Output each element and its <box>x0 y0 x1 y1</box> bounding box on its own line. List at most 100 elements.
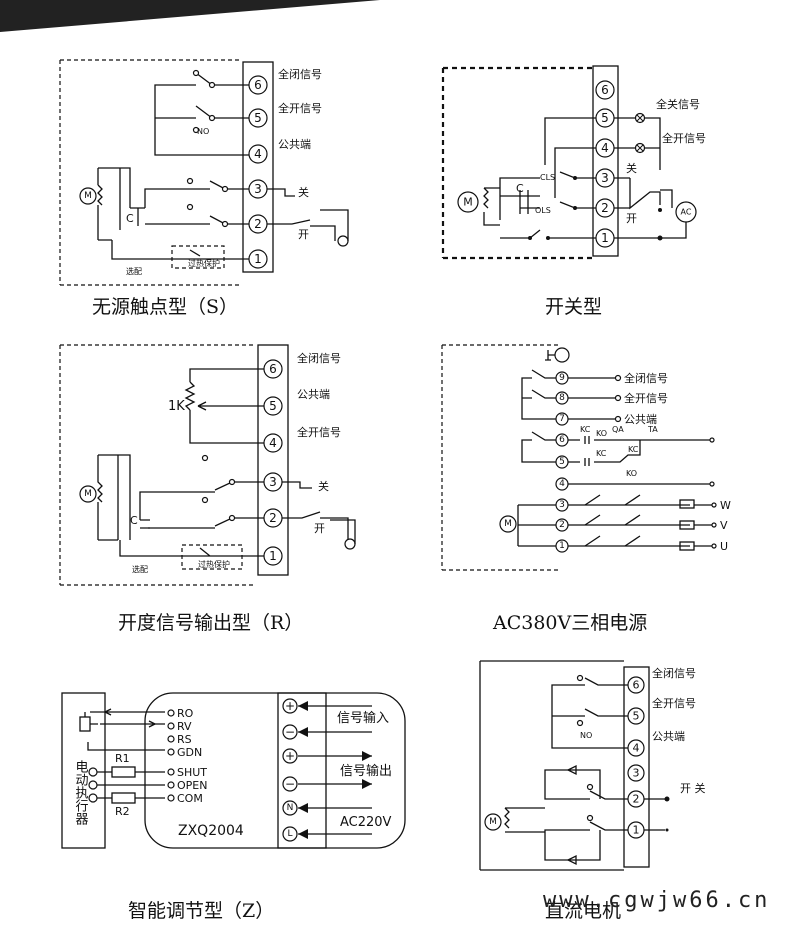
svg-text:开: 开 <box>298 228 309 241</box>
svg-text:KC: KC <box>628 445 639 454</box>
caption-r-type: 开度信号输出型（R） <box>118 612 304 634</box>
controller-box <box>144 692 406 849</box>
svg-text:关: 关 <box>318 479 329 493</box>
svg-text:过热保护: 过热保护 <box>198 559 230 569</box>
svg-text:M: M <box>504 519 512 529</box>
svg-text:9: 9 <box>559 373 565 383</box>
svg-text:KC: KC <box>580 425 591 434</box>
svg-text:NO: NO <box>580 731 592 740</box>
svg-text:R2: R2 <box>115 805 130 818</box>
svg-text:L: L <box>287 829 292 839</box>
svg-text:公共端: 公共端 <box>652 730 685 743</box>
svg-text:COM: COM <box>177 792 203 805</box>
svg-text:选配: 选配 <box>132 564 148 574</box>
svg-text:QA: QA <box>612 425 624 434</box>
svg-text:−: − <box>285 777 295 791</box>
terminal-strip <box>623 666 650 868</box>
svg-text:1: 1 <box>559 541 565 551</box>
svg-text:C: C <box>126 212 134 225</box>
svg-text:R1: R1 <box>115 752 130 765</box>
svg-text:U: U <box>720 540 728 553</box>
svg-text:KO: KO <box>626 469 637 478</box>
svg-text:5: 5 <box>269 399 277 413</box>
svg-text:N: N <box>287 803 294 813</box>
svg-text:V: V <box>720 519 728 532</box>
svg-text:C: C <box>130 514 138 527</box>
svg-text:信号输入: 信号输入 <box>337 710 389 726</box>
svg-text:开: 开 <box>314 522 325 535</box>
svg-text:5: 5 <box>559 457 565 467</box>
caption-switch-type: 开关型 <box>545 296 603 318</box>
svg-text:8: 8 <box>559 393 565 403</box>
svg-text:3: 3 <box>559 500 565 510</box>
svg-text:M: M <box>84 191 92 201</box>
svg-text:1: 1 <box>633 824 640 837</box>
svg-text:4: 4 <box>601 141 609 155</box>
caption-dc-motor: 直流电机 <box>545 900 622 922</box>
caption-s-type: 无源触点型（S） <box>92 296 239 318</box>
caption-ac380: AC380V三相电源 <box>493 612 648 634</box>
svg-text:6: 6 <box>269 362 277 376</box>
svg-text:KO: KO <box>596 429 607 438</box>
diagram-dc: 6 5 4 3 2 1 全闭信号 全开信号 公共端 开 关 NO M <box>479 660 706 871</box>
svg-text:1: 1 <box>269 549 277 563</box>
svg-text:5: 5 <box>633 710 640 723</box>
svg-text:2: 2 <box>254 217 262 231</box>
svg-text:RV: RV <box>177 720 192 733</box>
svg-text:1: 1 <box>254 252 262 266</box>
z-terminals: + − + − N L <box>282 698 298 842</box>
svg-text:CLS: CLS <box>540 173 555 182</box>
svg-text:4: 4 <box>559 479 565 489</box>
svg-text:1K: 1K <box>168 399 185 414</box>
terminal-strip <box>257 344 289 576</box>
svg-text:公共端: 公共端 <box>624 413 657 426</box>
svg-text:2: 2 <box>601 201 609 215</box>
caption-z-type: 智能调节型（Z） <box>128 900 275 922</box>
controller-pins: RO RV RS GDN SHUT OPEN COM <box>167 707 207 805</box>
svg-text:2: 2 <box>269 511 277 525</box>
terminal-strip <box>592 65 619 257</box>
svg-text:6: 6 <box>254 78 262 92</box>
svg-text:7: 7 <box>559 414 565 424</box>
svg-text:全闭信号: 全闭信号 <box>278 67 322 81</box>
svg-text:+: + <box>285 699 295 713</box>
svg-text:全关信号: 全关信号 <box>656 97 700 111</box>
terminals: 9 8 7 6 5 4 3 2 1 <box>555 371 569 553</box>
diagram-r: 6 5 4 3 2 1 全闭信号 公共端 全开信号 关 开 1K M C 过热保… <box>59 344 356 586</box>
svg-text:2: 2 <box>633 793 640 806</box>
svg-text:信号输出: 信号输出 <box>340 763 392 779</box>
svg-text:电动执行器: 电动执行器 <box>73 760 89 826</box>
diagram-switch: 6 5 4 3 2 1 全关信号 全开信号 关 开 AC CLS OLS C M <box>441 65 706 260</box>
svg-text:3: 3 <box>601 171 609 185</box>
svg-text:OPEN: OPEN <box>177 779 207 792</box>
svg-text:1: 1 <box>601 231 609 245</box>
svg-text:−: − <box>285 725 295 739</box>
svg-text:C: C <box>516 182 524 195</box>
svg-text:GDN: GDN <box>177 746 202 759</box>
svg-text:全闭信号: 全闭信号 <box>652 666 696 680</box>
terminal-strip <box>242 61 274 273</box>
svg-text:全开信号: 全开信号 <box>662 131 706 145</box>
svg-text:M: M <box>84 489 92 499</box>
svg-text:6: 6 <box>559 435 565 445</box>
svg-text:+: + <box>285 749 295 763</box>
watermark: www.cgwjw66.cn <box>543 888 771 913</box>
svg-text:W: W <box>720 499 731 512</box>
svg-text:RO: RO <box>177 707 194 720</box>
svg-text:AC: AC <box>681 208 692 217</box>
svg-text:全开信号: 全开信号 <box>652 696 696 710</box>
svg-text:5: 5 <box>254 111 262 125</box>
svg-text:全开信号: 全开信号 <box>624 391 668 405</box>
svg-text:公共端: 公共端 <box>297 388 330 401</box>
svg-text:M: M <box>463 196 473 209</box>
svg-text:4: 4 <box>633 742 640 755</box>
svg-text:全闭信号: 全闭信号 <box>297 351 341 365</box>
svg-text:2: 2 <box>559 520 565 530</box>
svg-text:3: 3 <box>269 475 277 489</box>
actuator-box <box>61 692 106 849</box>
svg-text:关: 关 <box>298 185 309 199</box>
svg-text:4: 4 <box>254 147 262 161</box>
svg-text:6: 6 <box>601 83 609 97</box>
svg-text:ZXQ2004: ZXQ2004 <box>178 823 244 839</box>
